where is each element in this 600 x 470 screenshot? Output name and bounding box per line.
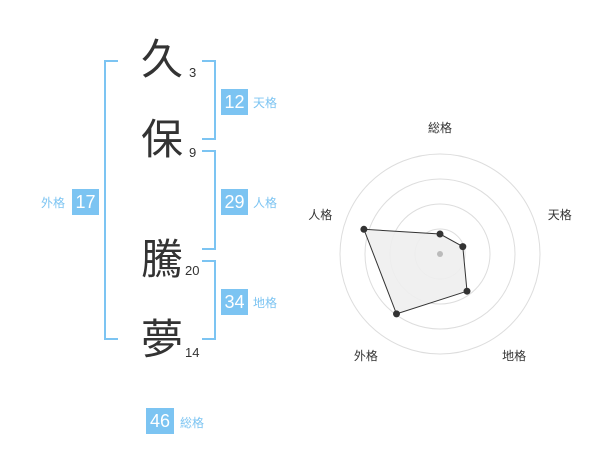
stroke-count-4: 14 bbox=[185, 345, 200, 360]
radar-polygon bbox=[363, 228, 468, 315]
gaikaku-bracket bbox=[104, 60, 118, 340]
gaikaku-badge: 17 bbox=[72, 189, 99, 215]
name-char-4: 夢 bbox=[140, 315, 183, 364]
radar-point-2 bbox=[459, 243, 467, 251]
chikaku-bracket bbox=[202, 260, 216, 340]
soukaku-badge: 46 bbox=[146, 408, 174, 434]
radar-axis-label-1: 総格 bbox=[428, 120, 452, 135]
radar-point-3 bbox=[463, 287, 471, 295]
tenkaku-bracket bbox=[202, 60, 216, 140]
radar-ring-3 bbox=[364, 178, 516, 330]
radar-point-5 bbox=[360, 225, 368, 233]
gaikaku-label: 外格 bbox=[41, 196, 66, 210]
jinkaku-label: 人格 bbox=[253, 196, 278, 210]
radar-point-4 bbox=[393, 310, 400, 318]
jinkaku-bracket bbox=[202, 150, 216, 250]
name-char-3: 騰 bbox=[140, 235, 183, 284]
tenkaku-badge: 12 bbox=[221, 89, 248, 115]
radar-axis-label-4: 外格 bbox=[354, 348, 378, 363]
chikaku-badge: 34 bbox=[221, 289, 248, 315]
soukaku-label: 総格 bbox=[180, 416, 205, 430]
radar-points bbox=[360, 225, 471, 318]
stroke-count-2: 9 bbox=[189, 145, 197, 160]
name-char-2: 保 bbox=[140, 115, 183, 164]
stroke-count-3: 20 bbox=[185, 263, 200, 278]
tenkaku-label: 天格 bbox=[253, 96, 278, 110]
stroke-count-1: 3 bbox=[189, 65, 197, 80]
name-char-1: 久 bbox=[140, 35, 183, 84]
radar-center-dot bbox=[437, 251, 443, 257]
chikaku-label: 地格 bbox=[253, 296, 278, 310]
jinkaku-badge: 29 bbox=[221, 189, 248, 215]
radar-ring-4 bbox=[339, 153, 541, 355]
radar-axis-label-2: 天格 bbox=[548, 207, 572, 222]
radar-axis-label-3: 地格 bbox=[502, 348, 526, 363]
radar-point-1 bbox=[436, 230, 444, 238]
radar-axis-label-5: 人格 bbox=[308, 207, 332, 222]
